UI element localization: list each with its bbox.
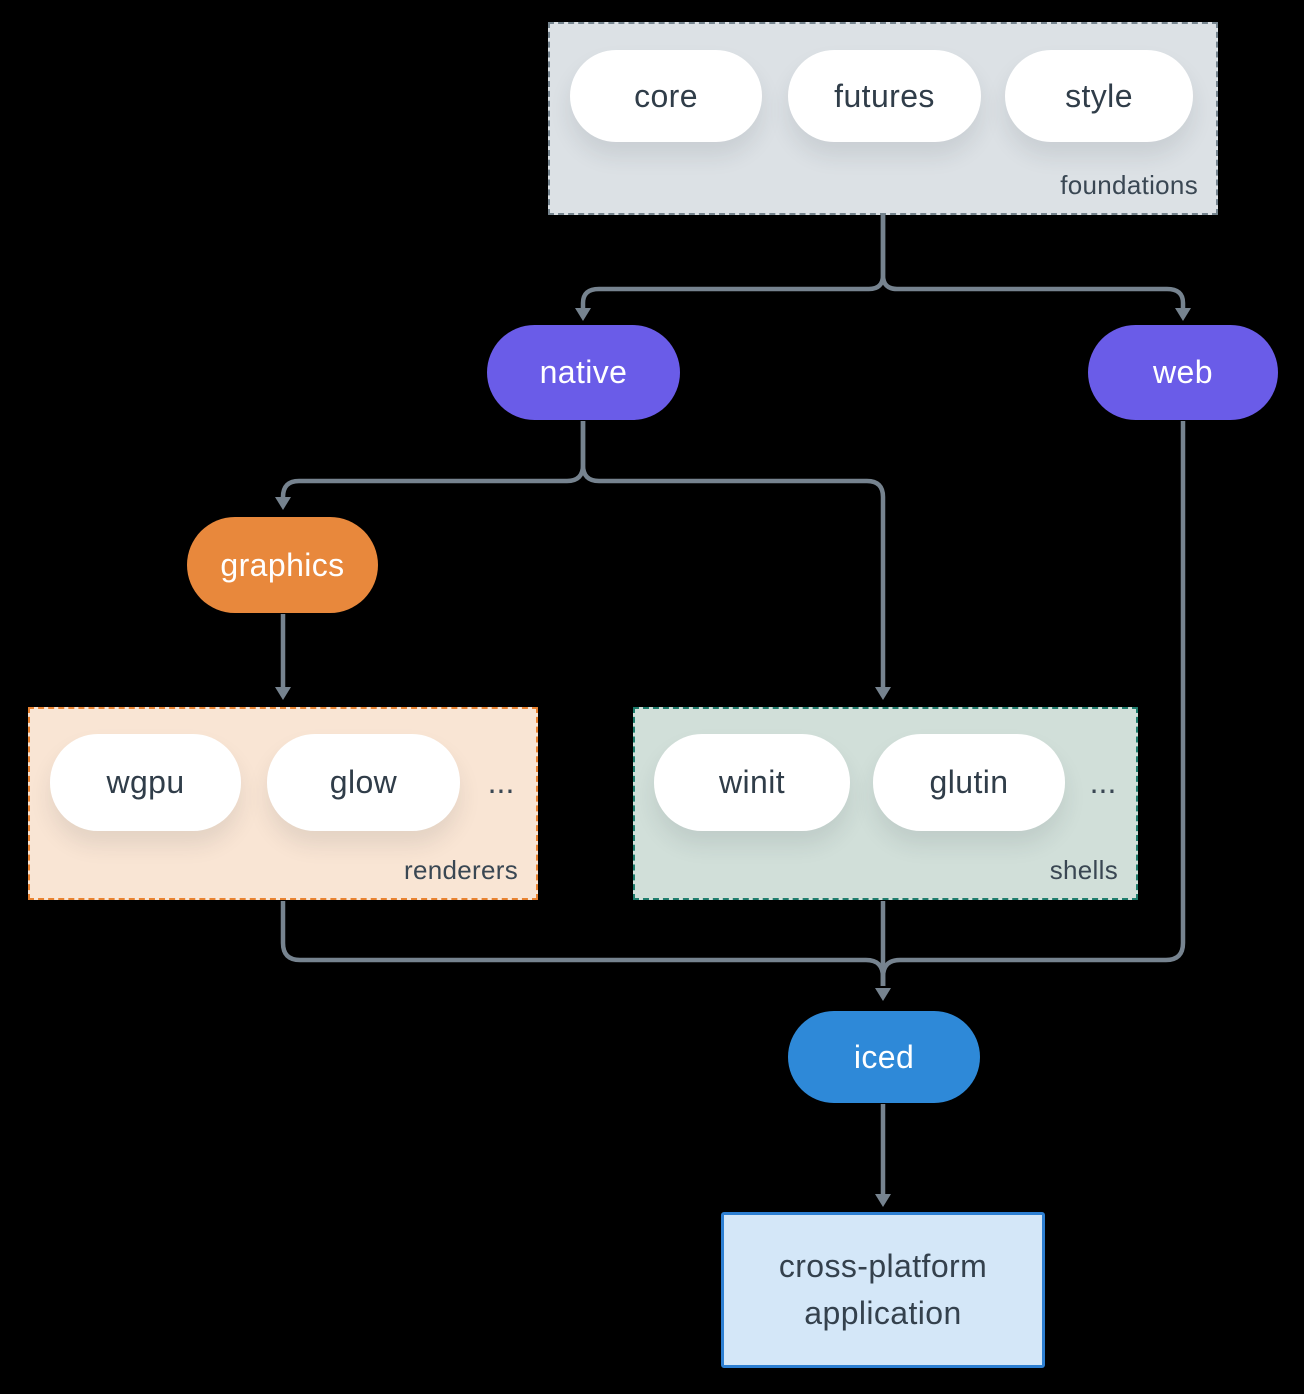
node-iced: iced xyxy=(788,1011,980,1103)
edge-native-graphics xyxy=(280,421,586,500)
arrowhead-web xyxy=(1175,308,1191,321)
arrowhead-shells xyxy=(875,687,891,700)
shells-ellipsis: ... xyxy=(1089,764,1117,800)
node-glow: glow xyxy=(267,734,460,831)
arrowhead-application xyxy=(875,1194,891,1207)
node-winit: winit xyxy=(654,734,850,831)
group-foundations-label: foundations xyxy=(1060,170,1198,200)
edge-renderers-iced xyxy=(280,901,886,986)
group-renderers-label: renderers xyxy=(404,855,518,885)
node-web: web xyxy=(1088,325,1278,420)
node-core: core xyxy=(570,50,762,142)
application-label-line1: cross-platform xyxy=(778,1248,988,1284)
group-shells-label: shells xyxy=(1049,855,1118,885)
arrowhead-graphics xyxy=(275,497,291,510)
node-style: style xyxy=(1005,50,1193,142)
node-glutin: glutin xyxy=(873,734,1065,831)
arrowhead-native xyxy=(575,308,591,321)
arrowhead-renderers xyxy=(275,687,291,700)
node-wgpu: wgpu xyxy=(50,734,241,831)
application-label-line2: application xyxy=(804,1295,962,1331)
renderers-ellipsis: ... xyxy=(487,764,515,800)
node-graphics: graphics xyxy=(187,517,378,613)
connector-lines xyxy=(280,215,1186,1195)
arrowheads xyxy=(275,308,1191,1207)
edge-foundations-web xyxy=(880,215,1186,309)
arrowhead-iced xyxy=(875,988,891,1001)
edge-native-shells xyxy=(580,421,886,688)
node-cross-platform-application: cross-platform application xyxy=(721,1212,1045,1368)
edge-foundations-native xyxy=(580,215,886,309)
node-futures: futures xyxy=(788,50,981,142)
edge-web-iced xyxy=(880,421,1186,986)
node-native: native xyxy=(487,325,680,420)
